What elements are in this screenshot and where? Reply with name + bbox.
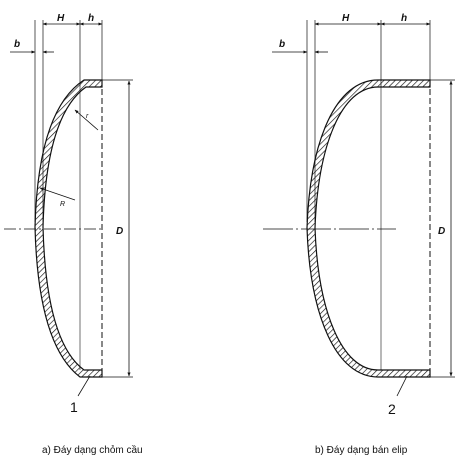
- figure-a-label-h: h: [88, 13, 94, 24]
- figure-b-label-H: H: [342, 13, 350, 24]
- figure-a-label-b: b: [14, 39, 20, 50]
- figure-a-label-D: D: [116, 226, 123, 237]
- figure-b-part-number: 2: [388, 401, 396, 417]
- figure-b-caption: b) Đáy dạng bán elip: [315, 445, 408, 456]
- figure-a-radius-R-leader: [39, 187, 76, 201]
- figure-a-part-leader: [77, 375, 91, 397]
- figure-b-elliptical-head: H h b D 2 b) Đáy dạng bán elip: [263, 13, 455, 456]
- figure-a-label-r: r: [86, 113, 89, 120]
- figure-a-label-H: H: [57, 13, 65, 24]
- figure-b-label-b: b: [279, 39, 285, 50]
- figure-a-caption: a) Đáy dạng chỏm cầu: [42, 444, 143, 456]
- figure-a-label-R: R: [60, 201, 65, 208]
- figure-b-label-h: h: [401, 13, 407, 24]
- figure-b-label-D: D: [438, 226, 445, 237]
- figure-b-shell-wall: [306, 79, 431, 378]
- figure-a-part-number: 1: [70, 399, 78, 415]
- figure-b-part-leader: [396, 375, 408, 397]
- figure-a-radius-r-leader: [74, 109, 99, 131]
- figure-a-spherical-head: H h b D r R 1 a) Đáy dạng chỏm cầu: [4, 13, 143, 456]
